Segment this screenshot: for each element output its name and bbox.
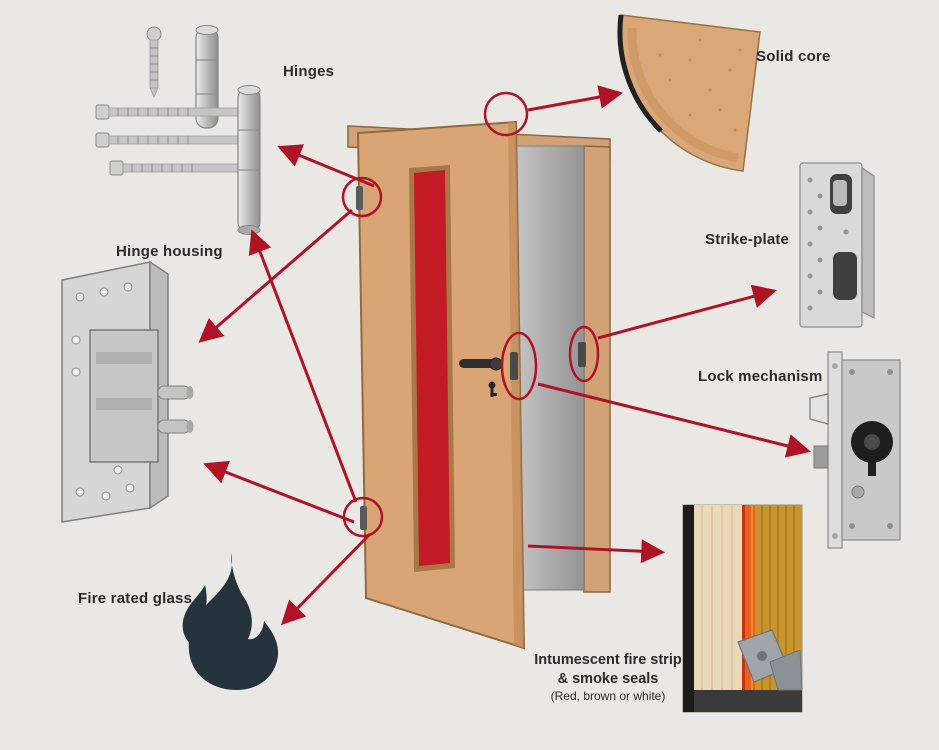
arrow-to-intumescent-strip bbox=[527, 539, 666, 564]
arrow-to-hinge-housing-lower bbox=[203, 460, 355, 524]
hinge-housing-illustration bbox=[61, 260, 194, 523]
highlight-circle-top-hinge bbox=[341, 176, 383, 218]
intumescent-caption-line-3: (Red, brown or white) bbox=[550, 689, 666, 704]
label-hinges: Hinges bbox=[283, 63, 335, 80]
intumescent-caption-line-1: Intumescent fire strip bbox=[534, 652, 682, 668]
arrow-to-hinge-housing-upper bbox=[198, 208, 353, 343]
highlight-ellipse-lock bbox=[500, 331, 538, 401]
label-strike-plate: Strike-plate bbox=[705, 231, 790, 248]
arrow-to-solid-core bbox=[527, 85, 624, 112]
label-fire-rated-glass: Fire rated glass bbox=[78, 590, 193, 607]
lock-edge-slot bbox=[510, 352, 518, 380]
arrow-to-fire-rated-glass bbox=[280, 532, 372, 626]
highlight-circle-door-top bbox=[483, 91, 529, 137]
label-solid-core: Solid core bbox=[756, 48, 831, 65]
flame-icon bbox=[182, 553, 279, 691]
arrow-bottom-hinge-to-hinges bbox=[248, 229, 358, 503]
highlight-ellipse-strike bbox=[568, 325, 600, 383]
door-key bbox=[488, 381, 496, 389]
label-lock-mechanism: Lock mechanism bbox=[698, 368, 823, 385]
arrow-to-lock-mechanism bbox=[537, 382, 811, 458]
hinge-screws bbox=[95, 104, 239, 176]
lock-mechanism-illustration bbox=[809, 351, 901, 549]
hinges-illustration bbox=[95, 25, 261, 235]
solid-core-illustration bbox=[617, 14, 761, 172]
door-leaf bbox=[356, 120, 526, 650]
label-hinge-housing: Hinge housing bbox=[116, 243, 223, 260]
top-hinge-mark bbox=[356, 186, 363, 210]
strike-slot bbox=[578, 342, 586, 367]
arrow-to-strike-plate bbox=[597, 284, 777, 340]
intumescent-caption: Intumescent fire strip & smoke seals (Re… bbox=[520, 651, 696, 705]
door-handle bbox=[459, 359, 499, 368]
bottom-hinge-mark bbox=[360, 506, 367, 530]
intumescent-caption-line-2: & smoke seals bbox=[557, 671, 659, 688]
fire-glass-panel bbox=[414, 170, 450, 566]
arrow-to-hinges bbox=[277, 144, 375, 188]
strike-plate-illustration bbox=[799, 162, 875, 328]
intumescent-strip-illustration bbox=[682, 504, 803, 713]
door-frame bbox=[347, 125, 611, 593]
annotations bbox=[198, 85, 811, 626]
